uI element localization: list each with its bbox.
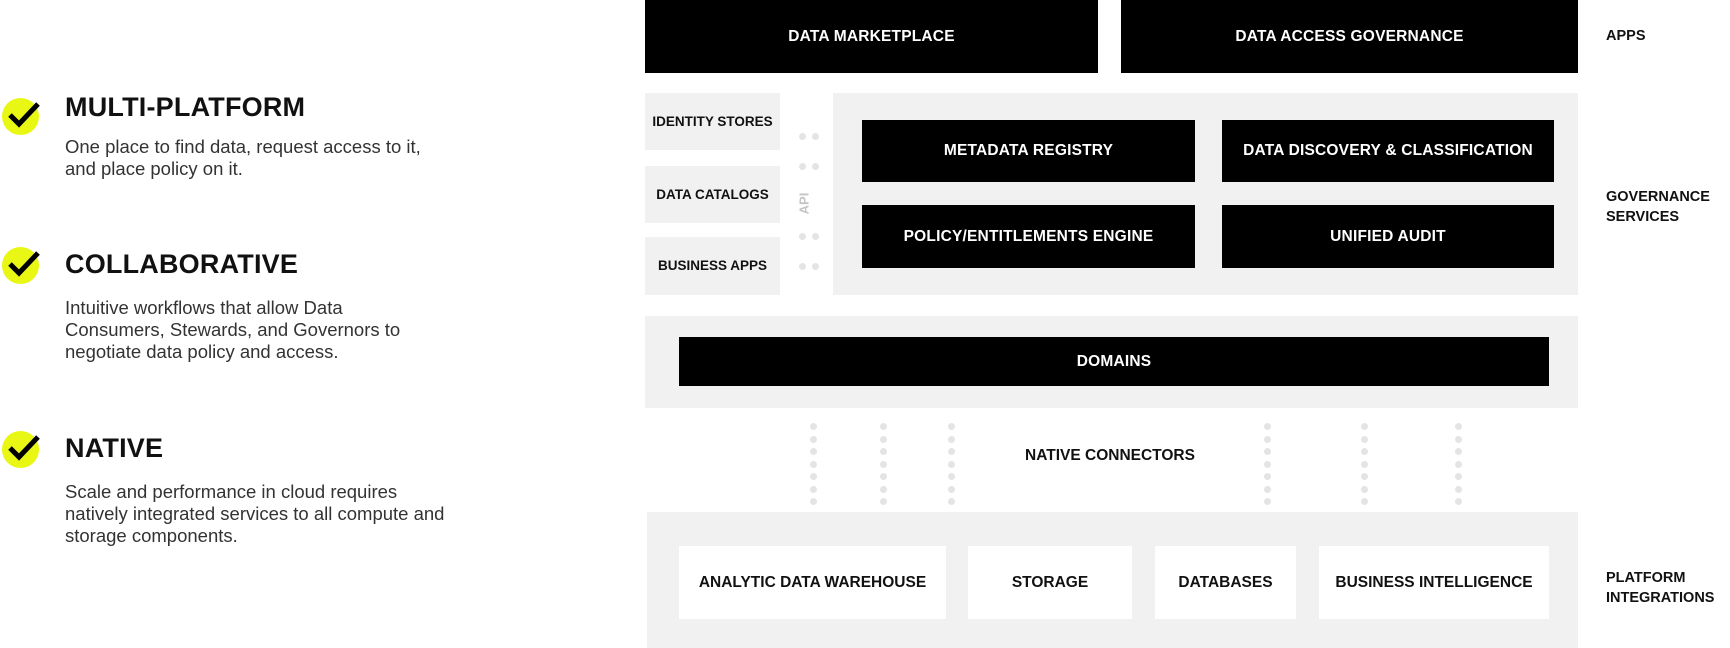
data-discovery-classification-box: DATA DISCOVERY & CLASSIFICATION <box>1222 120 1554 182</box>
connector-dot <box>810 448 817 455</box>
platform-integrations-label-line2: INTEGRATIONS <box>1606 590 1715 606</box>
connector-dot <box>1264 485 1271 493</box>
connector-dot <box>1361 423 1368 430</box>
business-apps-box: BUSINESS APPS <box>645 237 780 295</box>
api-label: API <box>796 192 812 214</box>
connector-dot <box>1455 460 1462 468</box>
data-catalogs-box: DATA CATALOGS <box>645 166 780 223</box>
check-icon <box>2 431 40 468</box>
identity-stores-box: IDENTITY STORES <box>645 93 780 150</box>
api-dot <box>799 233 806 240</box>
api-dot <box>812 133 819 140</box>
storage-box: STORAGE <box>968 546 1132 619</box>
feature-title: MULTI-PLATFORM <box>65 92 306 122</box>
connector-dot <box>1264 460 1271 468</box>
api-dot <box>799 163 806 170</box>
connector-dot <box>1455 448 1462 455</box>
data-catalogs-label: DATA CATALOGS <box>656 186 769 202</box>
check-icon <box>2 98 40 135</box>
metadata-registry-box: METADATA REGISTRY <box>862 120 1195 182</box>
connector-dot <box>1455 423 1462 430</box>
connector-dot <box>1361 498 1368 505</box>
connector-dot <box>948 485 955 493</box>
connector-dot <box>880 448 887 455</box>
governance-services-label-line2: SERVICES <box>1606 209 1680 225</box>
connector-dot <box>810 423 817 430</box>
connector-dot <box>1361 448 1368 455</box>
connector-dot <box>1264 448 1271 455</box>
api-dot <box>799 133 806 140</box>
connector-dot <box>880 435 887 443</box>
governance-services-label: GOVERNANCE SERVICES <box>1606 187 1710 227</box>
data-marketplace-box: DATA MARKETPLACE <box>645 0 1098 73</box>
connector-dot <box>880 498 887 505</box>
connector-dot <box>1455 473 1462 480</box>
connector-dot <box>880 423 887 430</box>
connector-dot <box>948 448 955 455</box>
connector-dot <box>1455 498 1462 505</box>
business-apps-label: BUSINESS APPS <box>657 258 768 273</box>
connector-dot <box>948 498 955 505</box>
feature-description: Intuitive workflows that allow Data Cons… <box>65 297 401 362</box>
connector-dot <box>948 473 955 480</box>
connector-dot <box>1264 473 1271 480</box>
connector-dot <box>880 485 887 493</box>
feature-description: One place to find data, request access t… <box>65 136 421 179</box>
connector-dot <box>948 435 955 443</box>
feature-title: NATIVE <box>65 433 164 463</box>
api-dot <box>812 233 819 240</box>
native-connectors-label: NATIVE CONNECTORS <box>1025 447 1195 464</box>
connector-dot <box>810 473 817 480</box>
connector-dot <box>1455 485 1462 493</box>
business-intelligence-box: BUSINESS INTELLIGENCE <box>1319 546 1549 619</box>
connector-dot <box>880 460 887 468</box>
platform-integrations-label: PLATFORM INTEGRATIONS <box>1606 568 1714 608</box>
api-dot <box>812 163 819 170</box>
connector-dot <box>810 460 817 468</box>
connector-dot <box>1264 423 1271 430</box>
apps-label: APPS <box>1606 28 1646 44</box>
data-access-governance-box: DATA ACCESS GOVERNANCE <box>1121 0 1578 73</box>
unified-audit-box: UNIFIED AUDIT <box>1222 205 1554 268</box>
connector-dot <box>1361 460 1368 468</box>
connector-dot <box>948 423 955 430</box>
feature-title: COLLABORATIVE <box>65 249 299 279</box>
connector-dot <box>1361 473 1368 480</box>
connector-dot <box>1264 435 1271 443</box>
analytic-data-warehouse-box: ANALYTIC DATA WAREHOUSE <box>679 546 946 619</box>
connector-dot <box>810 485 817 493</box>
policy-entitlements-engine-box: POLICY/ENTITLEMENTS ENGINE <box>862 205 1195 268</box>
feature-multi-platform: MULTI-PLATFORM One place to find data, r… <box>0 90 440 190</box>
feature-collaborative: COLLABORATIVE Intuitive workflows that a… <box>0 247 440 367</box>
connector-dot <box>880 473 887 480</box>
platform-integrations-label-line1: PLATFORM <box>1606 570 1686 586</box>
feature-description: Scale and performance in cloud requires … <box>65 481 445 546</box>
connector-dot <box>810 498 817 505</box>
identity-stores-label: IDENTITY STORES <box>652 113 773 129</box>
connector-dot <box>1361 485 1368 493</box>
governance-services-label-line1: GOVERNANCE <box>1606 189 1710 205</box>
api-dot <box>799 263 806 270</box>
domains-box: DOMAINS <box>679 337 1549 386</box>
connector-dot <box>810 435 817 443</box>
connector-dot <box>1361 435 1368 443</box>
api-dot <box>812 263 819 270</box>
feature-native: NATIVE Scale and performance in cloud re… <box>0 431 444 551</box>
check-icon <box>2 247 40 284</box>
connector-dot <box>1455 435 1462 443</box>
connector-dot <box>948 460 955 468</box>
connector-dot <box>1264 498 1271 505</box>
databases-box: DATABASES <box>1155 546 1296 619</box>
